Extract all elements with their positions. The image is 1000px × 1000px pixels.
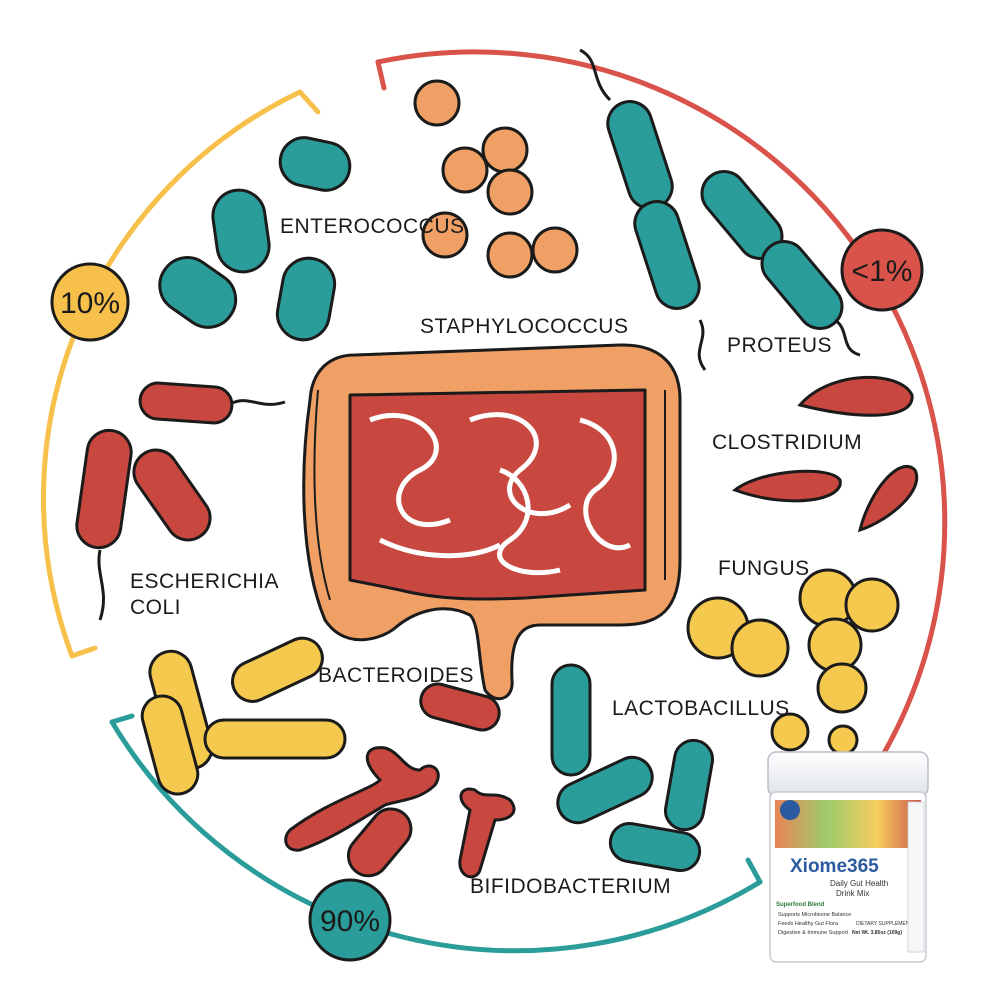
product-jar: Xiome365 Daily Gut Health Drink Mix Supe… <box>767 751 929 963</box>
yellow-arc-tick-bottom <box>69 645 98 659</box>
jar-subtitle-2: Drink Mix <box>836 889 869 898</box>
label-staphylococcus: STAPHYLOCOCCUS <box>420 315 628 338</box>
badge-10: 10% <box>50 262 130 342</box>
jar-brand: Xiome365 <box>790 856 879 877</box>
jar-blend-title: Superfood Blend <box>776 902 825 908</box>
proteus-cluster <box>579 48 861 371</box>
jar-net-weight: Net Wt. 3.85oz (109g) <box>852 930 902 936</box>
badge-lt1: <1% <box>840 228 924 312</box>
label-bacteroides: BACTEROIDES <box>318 664 474 687</box>
jar-side-panel <box>907 801 925 953</box>
teal-group-arc <box>109 719 763 954</box>
jar-subtitle-1: Daily Gut Health <box>830 879 888 888</box>
lactobacillus-cluster <box>550 663 715 873</box>
staphylococcus-cluster <box>413 79 579 279</box>
ecoli-cluster <box>75 381 286 621</box>
jar-benefit-1: Supports Microbiome Balance <box>778 912 851 918</box>
badge-90: 90% <box>308 878 392 962</box>
jar-supplement-label: DIETARY SUPPLEMENT <box>856 921 912 927</box>
jar-benefit-2: Feeds Healthy Gut Flora <box>778 921 839 927</box>
jar-benefit-3: Digestive & Immune Support <box>778 930 848 936</box>
label-fungus: FUNGUS <box>718 557 810 580</box>
intestine-loops <box>369 412 632 576</box>
badge-10-text: 10% <box>60 287 120 320</box>
label-escherichia-line2: COLI <box>130 596 181 619</box>
small-intestine <box>348 388 647 601</box>
badge-90-text: 90% <box>320 905 380 938</box>
enterococcus-cluster <box>158 136 352 342</box>
yellow-arc-tick-top <box>297 89 321 115</box>
badge-lt1-text: <1% <box>852 255 913 288</box>
clostridium-cluster <box>731 375 919 533</box>
label-lactobacillus: LACTOBACILLUS <box>612 697 790 720</box>
bacteroides-cluster <box>140 636 347 796</box>
label-escherichia-line1: ESCHERICHIA <box>130 570 279 593</box>
label-enterococcus: ENTEROCOCCUS <box>280 215 465 238</box>
teal-arc-tick-right <box>745 857 763 885</box>
fungus-cluster <box>686 568 900 756</box>
organism-labels: ENTEROCOCCUS STAPHYLOCOCCUS PROTEUS CLOS… <box>130 215 862 898</box>
red-arc-tick-top <box>375 59 387 91</box>
label-clostridium: CLOSTRIDIUM <box>712 431 862 454</box>
label-proteus: PROTEUS <box>727 334 832 357</box>
bifidobacterium-cluster <box>284 682 516 879</box>
jar-logo-icon <box>780 800 800 820</box>
label-bifidobacterium: BIFIDOBACTERIUM <box>470 875 671 898</box>
teal-arc-tick-left <box>109 713 135 725</box>
intestine-illustration <box>302 343 682 701</box>
